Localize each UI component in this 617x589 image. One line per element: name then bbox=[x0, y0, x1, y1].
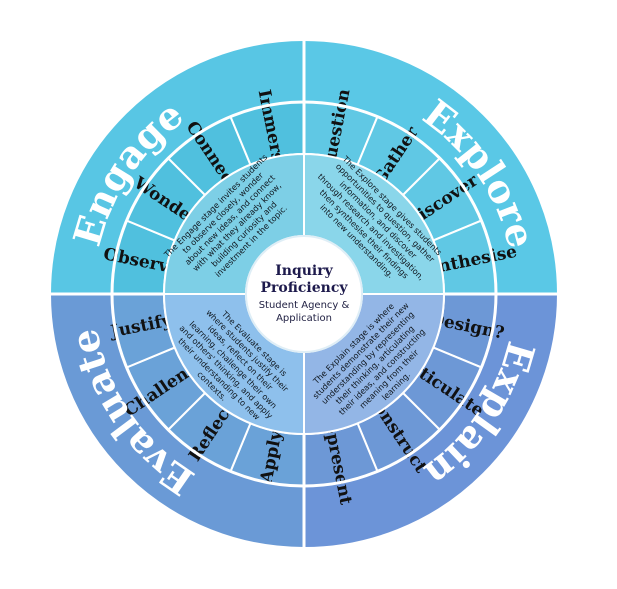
center-hub: Inquiry Proficiency Student Agency & App… bbox=[245, 235, 363, 353]
center-subtitle-line2: Application bbox=[276, 313, 332, 324]
center-subtitle-line1: Student Agency & bbox=[259, 300, 350, 311]
center-title-line1: Inquiry bbox=[275, 263, 333, 279]
center-circle bbox=[245, 235, 363, 353]
segment-ring-border bbox=[110, 100, 498, 488]
center-title-line2: Proficiency bbox=[260, 280, 348, 296]
